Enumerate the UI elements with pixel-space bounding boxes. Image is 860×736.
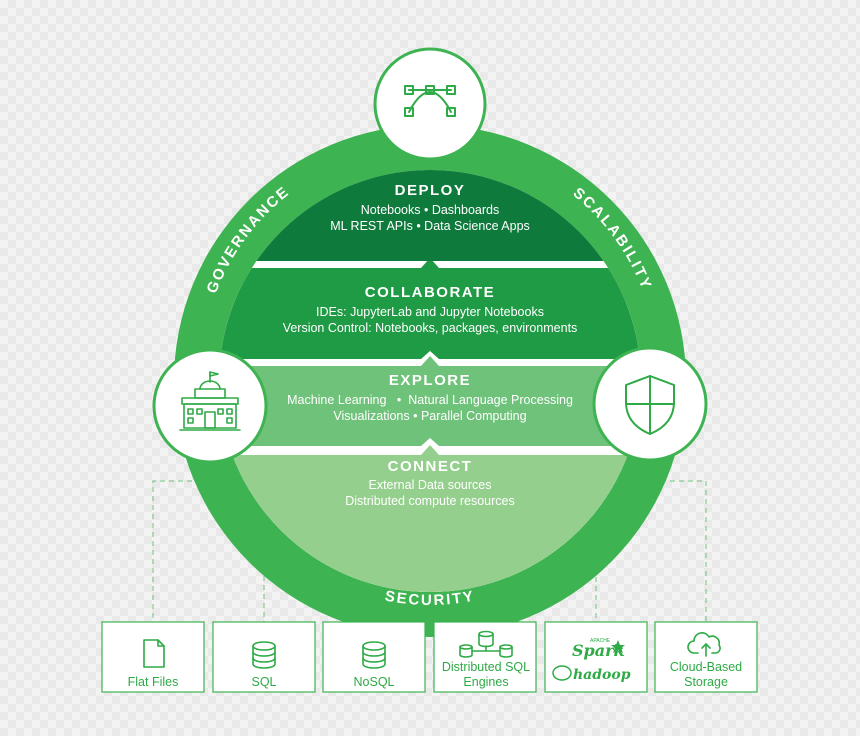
source-nosql: NoSQL — [322, 621, 426, 693]
hadoop-label: hadoop — [573, 667, 631, 683]
cloud-label-1: Cloud-Based — [670, 660, 742, 674]
spark-apache-label: APACHE — [590, 638, 611, 644]
source-sql: SQL — [212, 621, 316, 693]
connect-title: CONNECT — [388, 458, 473, 475]
deploy-text: DEPLOY Notebooks • Dashboards ML REST AP… — [330, 182, 530, 233]
right-badge — [592, 346, 708, 462]
security-label: SECURITY — [384, 588, 477, 609]
deploy-line-2: ML REST APIs • Data Science Apps — [330, 219, 530, 233]
collaborate-text: COLLABORATE IDEs: JupyterLab and Jupyter… — [283, 284, 578, 335]
database-icon — [252, 641, 276, 669]
explore-layer — [219, 356, 641, 446]
government-building-icon — [179, 371, 241, 431]
collaborate-line-1: IDEs: JupyterLab and Jupyter Notebooks — [316, 305, 544, 319]
file-icon — [143, 639, 165, 668]
source-flat-files: Flat Files — [101, 621, 205, 693]
connect-text: CONNECT External Data sources Distribute… — [345, 458, 515, 508]
nosql-label: NoSQL — [354, 675, 395, 689]
sql-label: SQL — [251, 675, 276, 689]
database-icon — [362, 641, 386, 669]
collaborate-title: COLLABORATE — [365, 284, 495, 301]
source-spark-hadoop: APACHE Spark hadoop — [544, 621, 648, 693]
hadoop-logo: hadoop — [552, 665, 631, 683]
cloud-upload-icon — [687, 632, 721, 657]
distributed-sql-label-1: Distributed SQL — [442, 660, 530, 674]
deploy-line-1: Notebooks • Dashboards — [361, 203, 499, 217]
explore-line-1: Machine Learning • Natural Language Proc… — [287, 393, 573, 407]
connect-line-1: External Data sources — [369, 478, 492, 492]
explore-title: EXPLORE — [389, 372, 471, 389]
distributed-sql-label-2: Engines — [463, 675, 508, 689]
explore-text: EXPLORE Machine Learning • Natural Langu… — [287, 372, 573, 423]
source-cloud-storage: Cloud-Based Storage — [654, 621, 758, 693]
spark-star-icon — [611, 640, 625, 653]
shield-icon — [625, 375, 675, 435]
flat-files-label: Flat Files — [128, 675, 179, 689]
connect-line-2: Distributed compute resources — [345, 494, 515, 508]
left-badge — [152, 348, 268, 464]
spark-logo: APACHE Spark — [572, 638, 625, 660]
deploy-title: DEPLOY — [395, 182, 466, 199]
distributed-database-icon — [459, 630, 513, 658]
explore-line-2: Visualizations • Parallel Computing — [333, 409, 526, 423]
collaborate-layer — [219, 258, 641, 359]
top-badge — [373, 47, 487, 161]
elephant-icon — [552, 665, 572, 681]
source-distributed-sql: Distributed SQL Engines — [433, 621, 537, 693]
bezier-curve-icon — [404, 85, 456, 117]
cloud-label-2: Storage — [684, 675, 728, 689]
collaborate-line-2: Version Control: Notebooks, packages, en… — [283, 321, 578, 335]
spark-label: Spark — [572, 641, 625, 660]
